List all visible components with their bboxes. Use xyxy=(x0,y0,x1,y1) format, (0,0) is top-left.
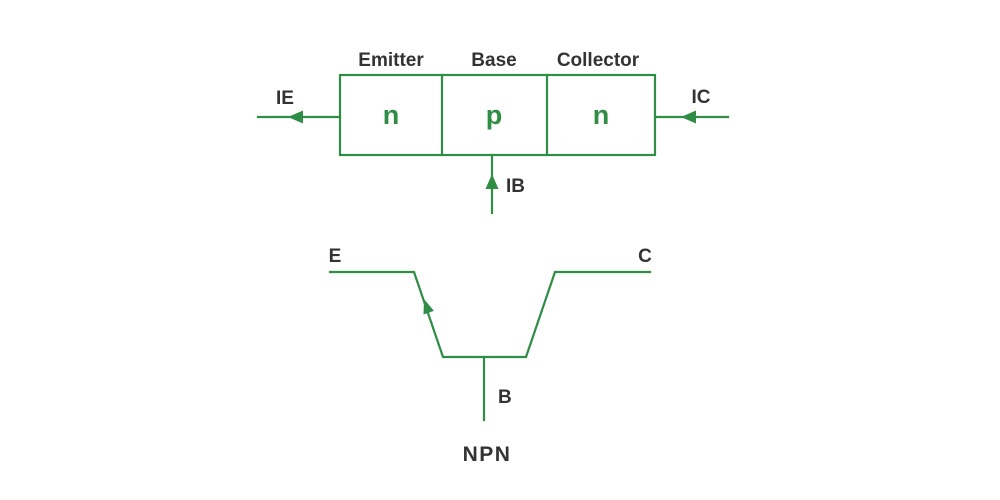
symbol-outline xyxy=(328,270,652,359)
npn-caption: NPN xyxy=(463,443,512,466)
collector-header: Collector xyxy=(557,50,640,71)
ib-current-label: IB xyxy=(506,176,525,197)
ic-current-label: IC xyxy=(692,87,711,108)
base-terminal-label: B xyxy=(498,387,512,408)
base-region-label: p xyxy=(486,100,503,130)
emitter-region-label: n xyxy=(383,100,400,130)
ib-arrowhead-icon xyxy=(485,174,499,189)
emitter-header: Emitter xyxy=(358,50,424,71)
block-diagram: Emitter Base Collector n p n IE IC IB xyxy=(256,50,730,215)
collector-region-label: n xyxy=(593,100,610,130)
emitter-arrowhead-icon xyxy=(423,299,434,315)
base-header: Base xyxy=(471,50,516,71)
ie-current-label: IE xyxy=(276,88,294,109)
transistor-symbol: E C B NPN xyxy=(329,246,652,466)
collector-terminal-label: C xyxy=(638,246,652,267)
ie-arrowhead-icon xyxy=(288,110,303,124)
transistor-body-box xyxy=(338,73,657,157)
ic-arrowhead-icon xyxy=(681,110,696,124)
emitter-terminal-label: E xyxy=(329,246,342,267)
